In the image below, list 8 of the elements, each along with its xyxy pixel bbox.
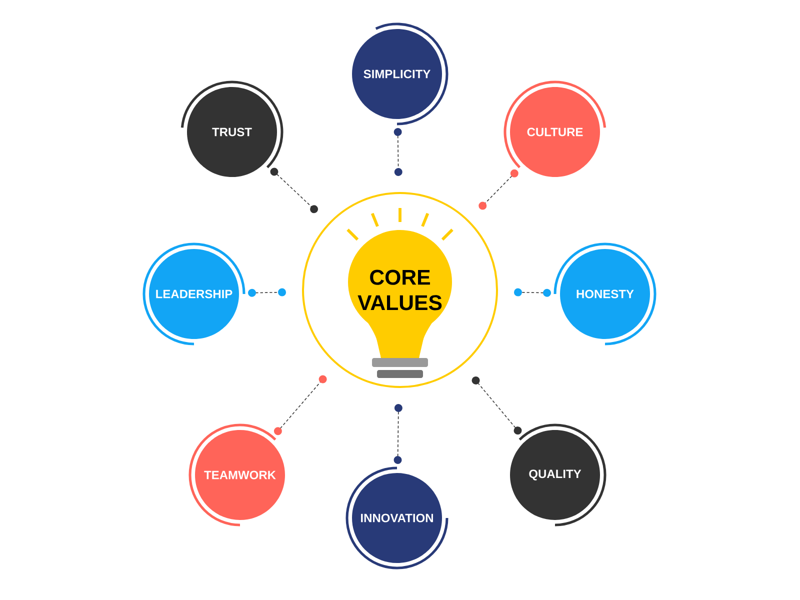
dotted-connector: [270, 168, 318, 214]
dotted-connector: [248, 288, 286, 297]
dotted-connector: [472, 376, 522, 435]
dotted-connector: [394, 128, 402, 176]
dotted-connector: [514, 288, 552, 297]
dotted-connector: [274, 375, 327, 436]
dotted-connector: [478, 169, 518, 210]
dotted-connector: [394, 404, 402, 464]
